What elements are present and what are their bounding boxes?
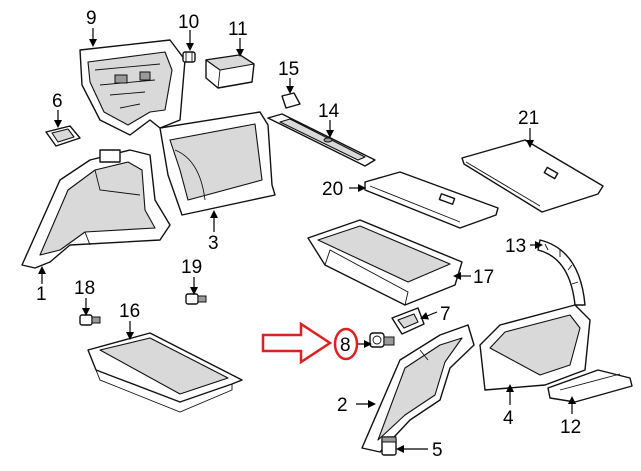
label-13: 13 [505, 236, 526, 257]
part-2-quarter-trim [361, 324, 475, 453]
part-13-arch-trim [537, 239, 586, 306]
label-9: 9 [86, 8, 97, 29]
part-14-sill-plate [267, 113, 376, 167]
part-15-clip [281, 92, 301, 109]
label-5: 5 [432, 440, 443, 461]
part-16-floor-pan [87, 332, 243, 413]
part-10-clip [182, 51, 196, 63]
label-1: 1 [36, 284, 47, 305]
label-21: 21 [518, 108, 539, 129]
part-21-cover-board [461, 139, 604, 213]
label-4: 4 [503, 408, 514, 429]
part-3-side-panel [159, 111, 276, 216]
highlight-circle [333, 327, 359, 361]
label-11: 11 [228, 19, 248, 40]
part-6-bracket [45, 125, 81, 147]
label-3: 3 [208, 233, 219, 254]
part-19-bolt [185, 293, 207, 305]
label-6: 6 [52, 91, 63, 112]
part-18-bolt [79, 314, 101, 326]
part-5-clip [381, 436, 397, 456]
part-4-wheelhouse-trim [479, 304, 591, 391]
label-17: 17 [473, 267, 494, 288]
label-19: 19 [181, 257, 202, 278]
label-8: 8 [340, 335, 351, 356]
highlight-arrow [261, 321, 333, 365]
part-1-quarter-trim [21, 149, 171, 269]
leader-lines [38, 28, 576, 453]
label-10: 10 [178, 12, 199, 33]
label-18: 18 [74, 278, 95, 299]
part-20-floor-board [364, 171, 499, 229]
label-12: 12 [560, 417, 581, 438]
label-7: 7 [440, 304, 451, 325]
callout-labels: 9 10 11 15 6 14 21 20 1 3 13 17 19 18 16… [36, 8, 581, 461]
part-12-strip [547, 369, 633, 403]
part-7-cover [391, 307, 425, 335]
part-8-fastener [369, 332, 395, 348]
label-20: 20 [322, 179, 343, 200]
label-14: 14 [318, 101, 340, 122]
part-17-storage-tray [307, 219, 463, 306]
part-11-storage-box [205, 54, 255, 89]
part-9-rear-panel [79, 39, 186, 136]
label-2: 2 [337, 395, 348, 416]
label-16: 16 [119, 301, 140, 322]
label-15: 15 [278, 59, 299, 80]
